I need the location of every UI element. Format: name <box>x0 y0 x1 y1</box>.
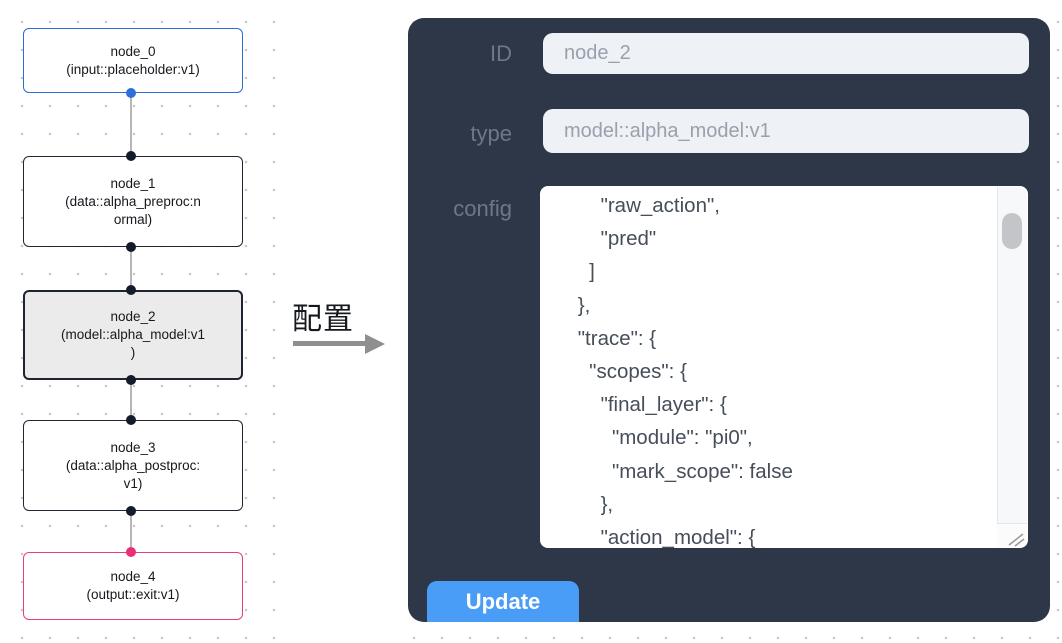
node-label: node_3 (data::alpha_postproc: v1) <box>65 439 201 491</box>
id-field-label: ID <box>490 41 512 66</box>
flow-node-node_4[interactable]: node_4 (output::exit:v1) <box>23 552 243 620</box>
edge-node2-node3 <box>130 380 132 420</box>
configure-label: 配置 <box>292 303 354 336</box>
handle-node1-source-icon[interactable] <box>126 242 136 252</box>
edge-node3-node4 <box>130 511 132 552</box>
node-label: node_2 (model::alpha_model:v1 ) <box>60 309 206 360</box>
config-scrollbar-thumb-icon[interactable] <box>1002 213 1022 249</box>
node-config-panel: ID type config "raw_action", "pred" ] },… <box>408 18 1050 622</box>
right-arrow-icon <box>293 341 367 346</box>
config-field-label: config <box>453 196 512 221</box>
handle-node3-target-icon[interactable] <box>126 415 136 425</box>
edge-node0-node1 <box>130 93 132 156</box>
update-button[interactable]: Update <box>427 581 579 622</box>
flow-node-node_2[interactable]: node_2 (model::alpha_model:v1 ) <box>23 290 243 380</box>
node-label: node_0 (input::placeholder:v1) <box>66 43 200 77</box>
handle-node1-target-icon[interactable] <box>126 151 136 161</box>
type-field-label: type <box>470 121 512 146</box>
edge-node1-node2 <box>130 247 132 290</box>
type-input[interactable] <box>543 109 1029 153</box>
textarea-resize-handle-icon[interactable] <box>997 523 1027 547</box>
right-arrow-head-icon <box>365 334 385 354</box>
handle-node2-source-icon[interactable] <box>126 375 136 385</box>
handle-node2-target-icon[interactable] <box>126 285 136 295</box>
flow-node-node_0[interactable]: node_0 (input::placeholder:v1) <box>23 28 243 93</box>
id-input[interactable] <box>543 33 1029 74</box>
flow-node-node_3[interactable]: node_3 (data::alpha_postproc: v1) <box>23 420 243 511</box>
handle-node4-target-icon[interactable] <box>126 547 136 557</box>
handle-node3-source-icon[interactable] <box>126 506 136 516</box>
config-json-text: "raw_action", "pred" ] }, "trace": { "sc… <box>577 194 793 548</box>
config-scrollbar-track[interactable] <box>997 187 1027 547</box>
config-textarea[interactable]: "raw_action", "pred" ] }, "trace": { "sc… <box>540 186 1028 548</box>
node-label: node_1 (data::alpha_preproc:n ormal) <box>65 175 201 227</box>
handle-node0-source-icon[interactable] <box>126 88 136 98</box>
node-label: node_4 (output::exit:v1) <box>86 569 180 602</box>
flow-node-node_1[interactable]: node_1 (data::alpha_preproc:n ormal) <box>23 156 243 247</box>
